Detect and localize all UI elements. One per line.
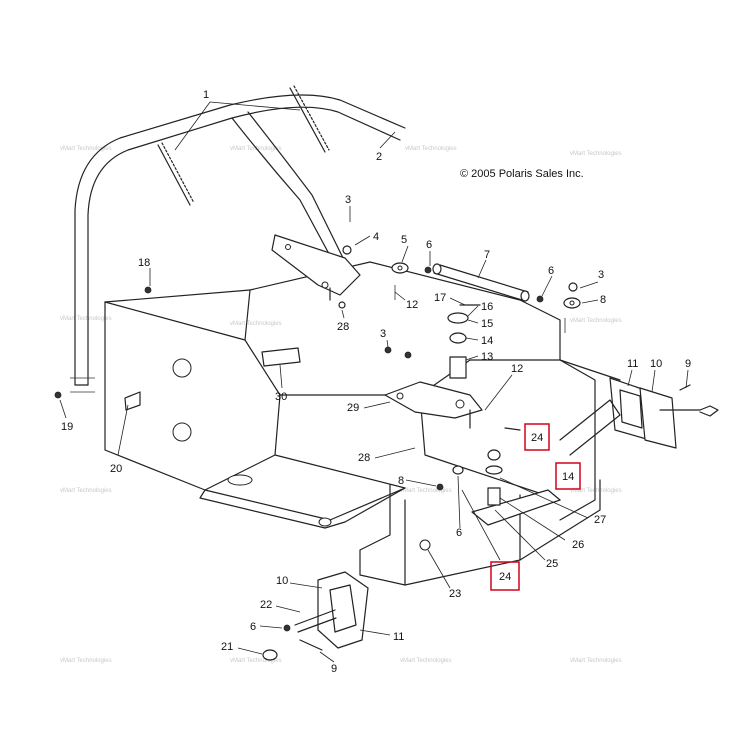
nut (404, 351, 412, 359)
nut (568, 282, 578, 292)
highlight-box (524, 423, 550, 451)
watermark-layer: vMart Technologies vMart Technologies vM… (60, 146, 622, 664)
pedal-plate (471, 449, 561, 526)
callout-2: 2 (376, 151, 382, 163)
callout-12: 12 (511, 363, 523, 375)
highlight-box (490, 561, 520, 591)
upper-bracket (271, 234, 361, 296)
callout-1: 1 (203, 89, 209, 101)
callout-30: 30 (275, 391, 287, 403)
callout-24-highlighted: 24 (499, 571, 511, 583)
callout-10: 10 (276, 575, 288, 587)
callout-16: 16 (481, 301, 493, 313)
nut (536, 295, 544, 303)
callouts: 1 2 3 4 5 6 7 6 3 8 18 12 17 16 15 28 3 … (61, 89, 691, 675)
clip (124, 391, 141, 411)
callout-9: 9 (685, 358, 691, 370)
callout-6: 6 (426, 239, 432, 251)
washer (452, 465, 464, 475)
callout-26: 26 (572, 539, 584, 551)
watermark: vMart Technologies (230, 321, 282, 327)
tie-rod (342, 245, 581, 333)
panel-hole (318, 517, 332, 527)
floor-pan (104, 261, 621, 529)
clip (338, 301, 346, 309)
clamp-bracket (261, 347, 301, 367)
callout-12: 12 (406, 299, 418, 311)
callout-6: 6 (456, 527, 462, 539)
callout-14-highlighted: 14 (562, 471, 574, 483)
watermark: vMart Technologies (60, 488, 112, 494)
highlighted-callouts: 24 14 24 (490, 423, 581, 591)
callout-20: 20 (110, 463, 122, 475)
watermark: vMart Technologies (60, 146, 112, 152)
callout-29: 29 (347, 402, 359, 414)
watermark: vMart Technologies (230, 146, 282, 152)
panel-hole (172, 422, 192, 442)
watermark: vMart Technologies (60, 316, 112, 322)
callout-10: 10 (650, 358, 662, 370)
callout-17: 17 (434, 292, 446, 304)
callout-5: 5 (401, 234, 407, 246)
nut (342, 245, 352, 255)
callout-6: 6 (250, 621, 256, 633)
callout-21: 21 (221, 641, 233, 653)
callout-8: 8 (398, 475, 404, 487)
callout-4: 4 (373, 231, 379, 243)
callout-3: 3 (380, 328, 386, 340)
lower-mount-bracket (262, 571, 369, 661)
callout-27: 27 (594, 514, 606, 526)
callout-15: 15 (481, 318, 493, 330)
callout-28: 28 (358, 452, 370, 464)
watermark: vMart Technologies (400, 488, 452, 494)
hardware (54, 286, 691, 551)
watermark: vMart Technologies (570, 488, 622, 494)
bolt (144, 286, 152, 294)
bolt (54, 391, 62, 399)
leader-lines (59, 101, 689, 663)
callout-7: 7 (484, 249, 490, 261)
callout-8: 8 (600, 294, 606, 306)
rod-end (262, 649, 278, 661)
callout-23: 23 (449, 588, 461, 600)
lower-frame (359, 479, 601, 586)
callout-22: 22 (260, 599, 272, 611)
nut (384, 346, 392, 354)
line-art (54, 85, 719, 663)
callout-24-highlighted: 24 (531, 432, 543, 444)
bushing (419, 539, 431, 551)
callout-6: 6 (548, 265, 554, 277)
watermark: vMart Technologies (60, 658, 112, 664)
copyright-notice: © 2005 Polaris Sales Inc. (460, 168, 584, 180)
callout-11: 11 (393, 631, 404, 643)
callout-25: 25 (546, 558, 558, 570)
callout-3: 3 (345, 194, 351, 206)
watermark: vMart Technologies (230, 658, 282, 664)
watermark: vMart Technologies (405, 146, 457, 152)
grip-straps (157, 85, 330, 206)
nut (424, 266, 432, 274)
steering-mount-stack (261, 312, 483, 419)
callout-11: 11 (627, 358, 638, 370)
nut (283, 624, 291, 632)
panel-slot (227, 474, 253, 486)
callout-28: 28 (337, 321, 349, 333)
callout-19: 19 (61, 421, 73, 433)
watermark: vMart Technologies (570, 318, 622, 324)
nut (436, 483, 444, 491)
watermark: vMart Technologies (400, 658, 452, 664)
watermark: vMart Technologies (570, 151, 622, 157)
highlight-box (555, 462, 581, 490)
callout-9: 9 (331, 663, 337, 675)
callout-14: 14 (481, 335, 493, 347)
callout-18: 18 (138, 257, 150, 269)
tubular-frame (70, 94, 406, 393)
panel-hole (172, 358, 192, 378)
callout-3: 3 (598, 269, 604, 281)
right-mount-brackets (559, 377, 719, 456)
watermark: vMart Technologies (570, 658, 622, 664)
callout-13: 13 (481, 351, 493, 363)
